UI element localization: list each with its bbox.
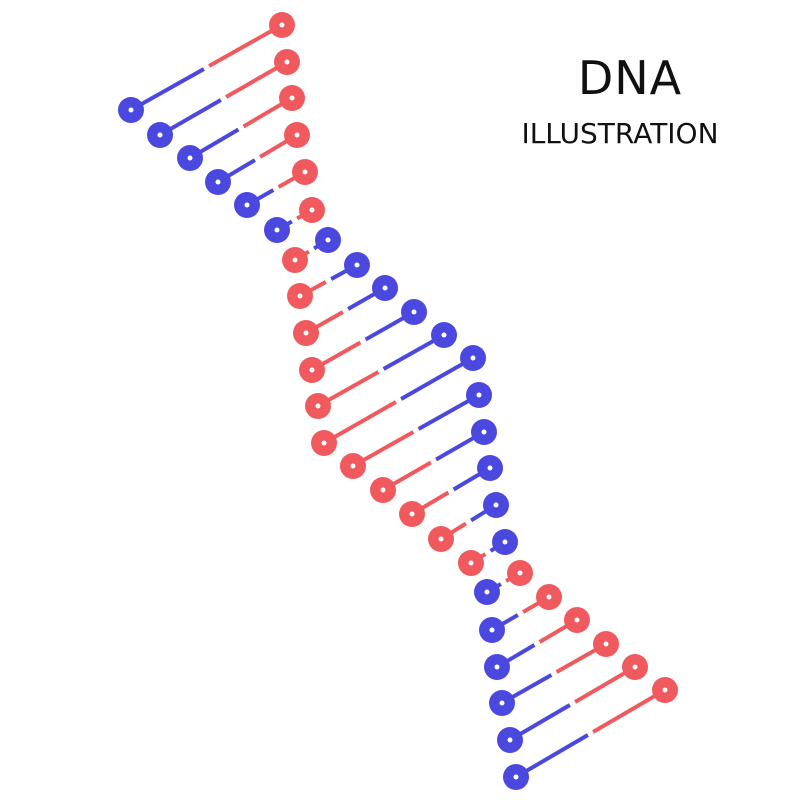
base-pair <box>503 677 678 790</box>
node-center-dot <box>321 440 327 446</box>
base-pair <box>282 227 341 273</box>
node-center-dot <box>632 664 638 670</box>
base-pair <box>340 382 492 479</box>
node-center-dot <box>499 700 505 706</box>
page-subtitle: ILLUSTRATION <box>521 117 719 150</box>
node-center-dot <box>274 227 280 233</box>
node-center-dot <box>279 22 285 28</box>
node-center-dot <box>309 367 315 373</box>
red-strand-segment <box>208 23 283 68</box>
base-pair <box>264 197 325 243</box>
base-pair <box>177 85 305 171</box>
base-pair <box>234 159 318 218</box>
node-center-dot <box>513 774 519 780</box>
node-center-dot <box>289 95 295 101</box>
base-pair <box>293 275 398 346</box>
node-center-dot <box>470 355 476 361</box>
node-center-dot <box>380 487 386 493</box>
node-center-dot <box>244 202 250 208</box>
node-center-dot <box>487 465 493 471</box>
base-pair <box>305 322 457 419</box>
node-center-dot <box>294 132 300 138</box>
blue-strand-segment <box>130 67 205 112</box>
node-center-dot <box>468 560 474 566</box>
node-center-dot <box>603 641 609 647</box>
node-center-dot <box>441 332 447 338</box>
base-pair <box>428 492 509 552</box>
node-center-dot <box>215 179 221 185</box>
blue-strand-segment <box>400 356 474 401</box>
node-center-dot <box>476 392 482 398</box>
node-center-dot <box>489 627 495 633</box>
node-center-dot <box>662 687 668 693</box>
base-pair <box>458 529 518 576</box>
page-title: DNA <box>577 51 683 105</box>
red-strand-segment <box>323 400 397 445</box>
base-pair <box>287 252 370 309</box>
node-center-dot <box>187 155 193 161</box>
base-pair <box>311 345 486 456</box>
base-pair <box>399 455 503 527</box>
node-center-dot <box>325 237 331 243</box>
node-center-dot <box>128 107 134 113</box>
node-center-dot <box>309 207 315 213</box>
node-center-dot <box>438 536 444 542</box>
base-pair <box>479 584 562 643</box>
node-center-dot <box>302 169 308 175</box>
node-center-dot <box>297 293 303 299</box>
node-center-dot <box>502 539 508 545</box>
node-center-dot <box>481 429 487 435</box>
node-center-dot <box>292 257 298 263</box>
node-center-dot <box>315 403 321 409</box>
base-pair <box>497 654 648 753</box>
node-center-dot <box>350 463 356 469</box>
base-pair <box>370 419 497 503</box>
node-center-dot <box>546 594 552 600</box>
node-center-dot <box>409 511 415 517</box>
node-center-dot <box>494 664 500 670</box>
node-center-dot <box>382 285 388 291</box>
node-center-dot <box>493 502 499 508</box>
node-center-dot <box>411 309 417 315</box>
base-pair <box>205 122 310 195</box>
node-center-dot <box>574 617 580 623</box>
base-pair <box>474 560 533 605</box>
node-center-dot <box>484 589 490 595</box>
blue-strand-segment <box>514 733 589 779</box>
node-center-dot <box>284 59 290 65</box>
base-pair <box>118 12 295 123</box>
base-pair <box>147 49 300 148</box>
node-center-dot <box>303 330 309 336</box>
base-pair <box>489 631 619 716</box>
base-pair <box>484 607 590 680</box>
base-pair <box>299 299 427 383</box>
node-center-dot <box>517 570 523 576</box>
node-center-dot <box>507 737 513 743</box>
red-strand-segment <box>592 688 667 734</box>
node-center-dot <box>354 262 360 268</box>
node-center-dot <box>157 132 163 138</box>
